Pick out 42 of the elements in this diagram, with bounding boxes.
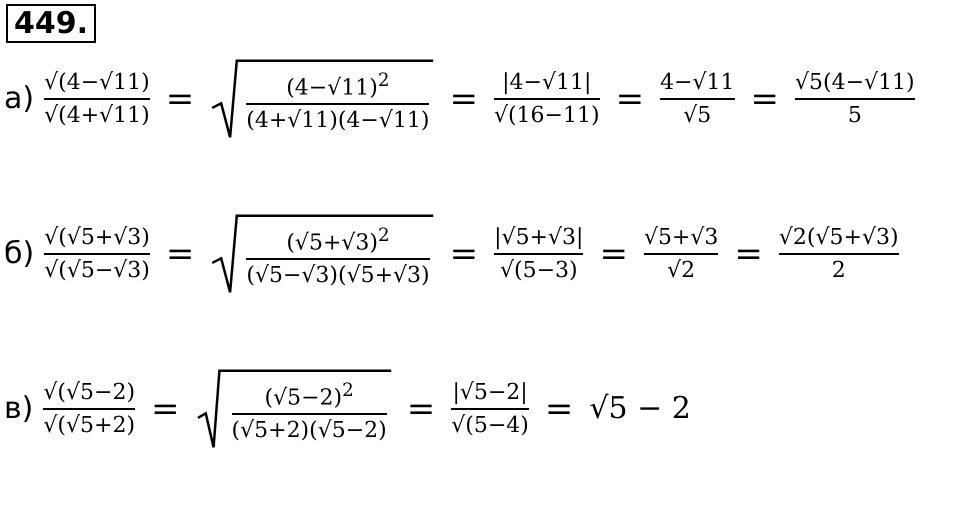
numerator: (4−√11)$^{2}$: [286, 70, 390, 100]
equals-sign: =: [599, 234, 628, 274]
numerator: √5+√3: [644, 224, 718, 250]
denominator: (4+√11)(4−√11): [246, 108, 430, 134]
denominator: √(5−3): [500, 258, 578, 283]
equals-sign: =: [750, 78, 780, 119]
equals-sign: =: [616, 78, 644, 119]
item-letter: в): [4, 391, 34, 426]
item-letter: а): [4, 81, 34, 116]
numerator: √5(4−√11): [795, 70, 915, 95]
equals-sign: =: [166, 78, 194, 119]
denominator: 5: [848, 102, 862, 128]
equals-sign: =: [406, 388, 436, 429]
denominator: √2: [667, 258, 696, 283]
item-letter: б): [4, 236, 34, 272]
equals-sign: =: [450, 234, 478, 274]
denominator: (√5−√3)(√5+√3): [246, 263, 430, 288]
denominator: √(5−4): [451, 412, 529, 438]
denominator: √(√5−√3): [44, 258, 150, 283]
numerator: √2(√5+√3): [778, 224, 899, 250]
numerator: √(√5+√3): [44, 224, 150, 250]
numerator: 4−√11: [660, 70, 735, 95]
denominator: √5: [683, 102, 712, 128]
denominator: √(4+√11): [44, 102, 150, 128]
problem-number: 449.: [6, 4, 96, 43]
numerator: |√5−2|: [452, 380, 528, 405]
numerator: (√5+√3)$^{2}$: [286, 225, 390, 256]
numerator: √(√5−2): [43, 380, 136, 405]
numerator: √(4−√11): [44, 70, 150, 95]
denominator: 2: [832, 258, 846, 283]
equals-sign: =: [544, 388, 574, 429]
denominator: (√5+2)(√5−2): [232, 418, 387, 444]
numerator: |4−√11|: [502, 70, 592, 95]
numerator: |√5+√3|: [494, 224, 584, 250]
equals-sign: =: [734, 234, 763, 274]
equals-sign: =: [449, 78, 478, 119]
equals-sign: =: [151, 388, 180, 429]
numerator: (√5−2)$^{2}$: [264, 380, 354, 410]
equals-sign: =: [166, 234, 194, 274]
denominator: √(√5+2): [43, 412, 136, 438]
math-expression: √5 − 2: [589, 391, 691, 426]
denominator: √(16−11): [494, 102, 600, 128]
